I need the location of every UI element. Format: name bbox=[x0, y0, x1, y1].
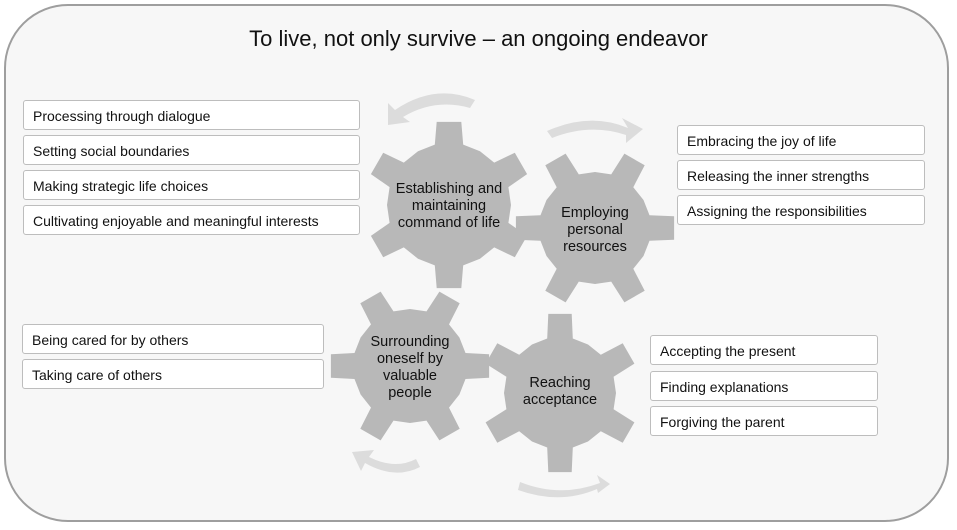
list-item: Setting social boundaries bbox=[23, 135, 360, 165]
list-item: Finding explanations bbox=[650, 371, 878, 401]
cycle-arrow-bottom-left bbox=[352, 450, 420, 473]
list-item: Releasing the inner strengths bbox=[677, 160, 925, 190]
list-item: Processing through dialogue bbox=[23, 100, 360, 130]
list-item: Accepting the present bbox=[650, 335, 878, 365]
cycle-arrow-top-right bbox=[547, 118, 643, 143]
gear-people bbox=[330, 291, 490, 441]
gear-command bbox=[370, 121, 528, 289]
gear-label-acceptance: Reaching acceptance bbox=[522, 375, 598, 408]
list-item: Forgiving the parent bbox=[650, 406, 878, 436]
diagram-title: To live, not only survive – an ongoing e… bbox=[249, 26, 708, 51]
gear-label-people: Surrounding oneself by valuable people bbox=[370, 334, 450, 401]
list-item: Taking care of others bbox=[22, 359, 324, 389]
gear-label-command: Establishing and maintaining command of … bbox=[395, 181, 503, 231]
gear-resources bbox=[515, 153, 675, 303]
cycle-arrow-top-left bbox=[388, 93, 475, 125]
list-item: Assigning the responsibilities bbox=[677, 195, 925, 225]
gear-label-resources: Employing personal resources bbox=[561, 205, 629, 255]
list-item: Making strategic life choices bbox=[23, 170, 360, 200]
list-item: Embracing the joy of life bbox=[677, 125, 925, 155]
list-item: Being cared for by others bbox=[22, 324, 324, 354]
gear-acceptance bbox=[485, 313, 635, 473]
cycle-arrow-bottom-right bbox=[518, 475, 610, 498]
list-item: Cultivating enjoyable and meaningful int… bbox=[23, 205, 360, 235]
